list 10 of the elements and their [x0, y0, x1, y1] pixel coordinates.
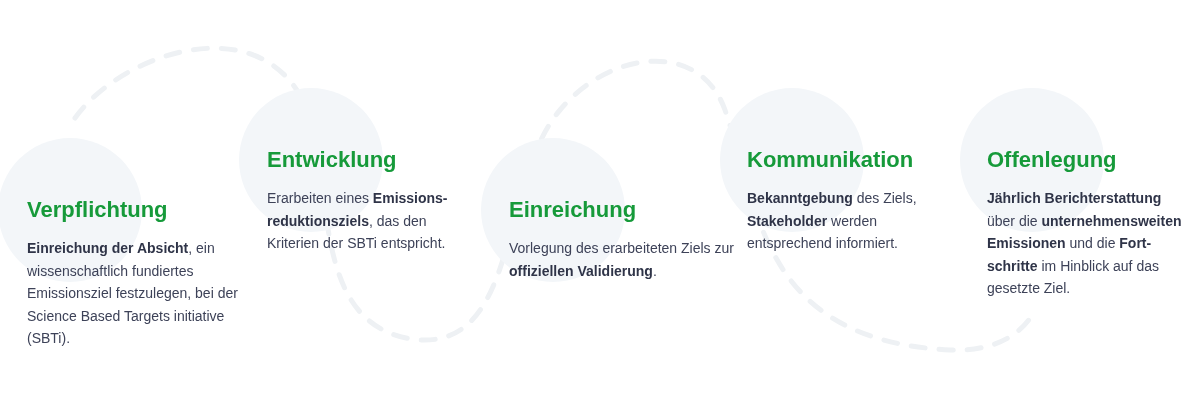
step-heading: Entwicklung: [267, 147, 397, 173]
step-heading: Offenlegung: [987, 147, 1117, 173]
step-heading: Kommunikation: [747, 147, 914, 173]
step-description: Erarbeiten eines Emissions- reduktionsziels, das den Kriterien der SBTi entspricht.: [267, 189, 449, 253]
step-description: Einreichung der Absicht, ein wissenschaftlich fundiertes Emissionsziel festzulegen, bei der Science Based Targets initiative (SBTi).: [27, 239, 239, 348]
step-heading: Einreichung: [509, 197, 637, 223]
step-description: Jährlich Berichterstattung über die unternehmensweiten Emissionen und die Fort- schritte im Hinblick auf das gesetzte Ziel.: [987, 189, 1183, 298]
step-description: Vorlegung des erarbeiteten Ziels zur offiziellen Validierung.: [509, 239, 734, 281]
step-heading: Verpflichtung: [27, 197, 168, 223]
step-description: Bekanntgebung des Ziels, Stakeholder werden entsprechend informiert.: [747, 189, 918, 253]
